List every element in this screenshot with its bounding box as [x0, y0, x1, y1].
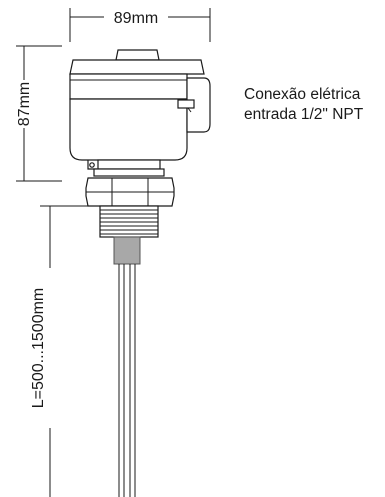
cable-entry-plug [177, 99, 195, 109]
housing-lower-body [69, 98, 188, 161]
length-dimension: L=500...1500mm [30, 205, 100, 497]
height-dimension: 87mm [16, 45, 62, 182]
cable-entry [186, 77, 211, 133]
electrical-connection-note: Conexão elétrica entrada 1/2" NPT [244, 86, 364, 123]
ground-screw [89, 162, 95, 168]
thread-lines [100, 209, 158, 235]
cover-tab [115, 49, 160, 61]
cable-entry-detail [187, 107, 192, 113]
insulator-sleeve [113, 236, 141, 265]
width-dimension: 89mm [69, 8, 211, 42]
housing-upper-body [69, 73, 188, 100]
neck-top [97, 159, 161, 170]
note-line-2: entrada 1/2" NPT [244, 106, 364, 123]
probe-rods [118, 264, 136, 497]
thread [99, 205, 159, 238]
note-line-1: Conexão elétrica [244, 86, 361, 103]
height-label: 87mm [16, 82, 33, 126]
neck [93, 159, 165, 177]
width-label: 89mm [114, 10, 158, 27]
housing-cover [69, 59, 205, 75]
hex-nut [85, 177, 175, 207]
housing [69, 49, 211, 170]
length-label: L=500...1500mm [30, 288, 47, 409]
neck-ring [93, 168, 165, 177]
